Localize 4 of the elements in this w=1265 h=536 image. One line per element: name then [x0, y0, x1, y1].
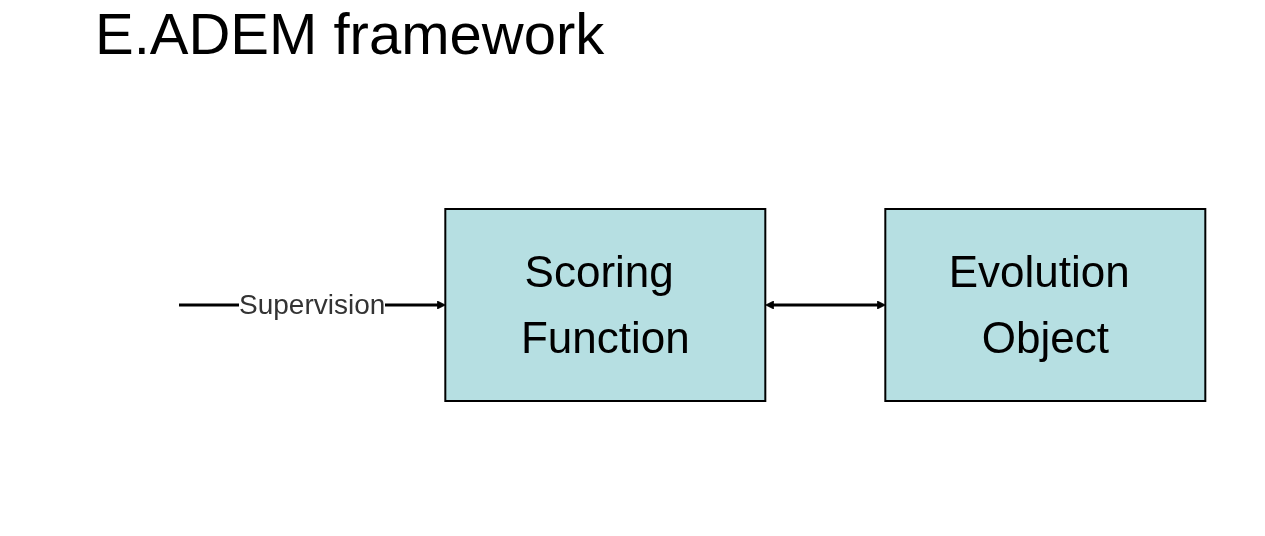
- node-box: Evolution Object: [884, 208, 1207, 402]
- diagram-title: E.ADEM framework: [95, 0, 605, 67]
- edge-label: Supervision: [239, 289, 386, 320]
- node-box: Scoring Function: [444, 208, 767, 402]
